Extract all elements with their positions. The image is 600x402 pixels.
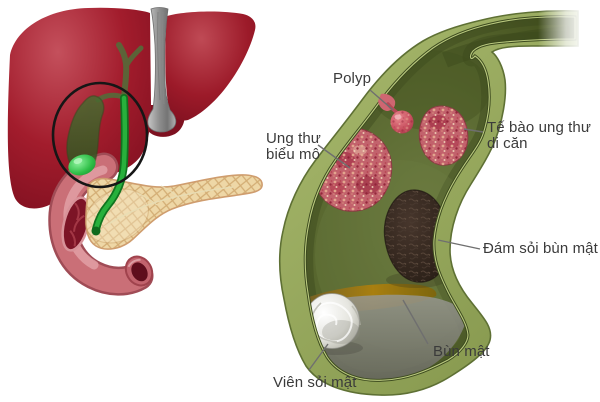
polyp-growth <box>378 93 414 134</box>
label-carcinoma: Ung thư biểu mô <box>266 130 321 163</box>
leader-line-gallstone <box>308 343 329 371</box>
interior-contents <box>305 17 575 381</box>
duodenum-open-end <box>124 255 154 287</box>
falciform-ligament <box>147 7 177 133</box>
liver-diagram <box>7 7 263 296</box>
sludge-stone-clump <box>383 189 449 288</box>
label-metastatic-cells: Tế bào ung thư di căn <box>487 119 592 152</box>
pancreatic-duct <box>103 185 234 228</box>
label-polyp: Polyp <box>333 70 372 87</box>
gallbladder <box>66 95 105 176</box>
pancreas-head-outline <box>84 188 150 244</box>
liver-left-lobe <box>165 11 256 121</box>
metastatic-mass <box>418 105 469 166</box>
neck-fade <box>538 0 600 80</box>
leader-line-bile-sludge <box>402 299 429 345</box>
label-sludge-stone-cluster: Đám sỏi bùn mật <box>483 240 598 257</box>
label-gallstone: Viên sỏi mật <box>273 374 357 391</box>
leader-line-metastatic <box>463 128 484 133</box>
gallbladder-cross-section <box>278 0 600 396</box>
leader-line-sludge-stones <box>437 239 481 250</box>
pancreas <box>84 174 263 250</box>
label-bile-sludge: Bùn mật <box>433 343 490 360</box>
leader-line-polyp <box>369 89 394 111</box>
leader-line-carcinoma <box>317 144 351 169</box>
leader-lines <box>308 89 484 371</box>
duodenum <box>48 152 154 296</box>
highlight-circle <box>51 81 149 189</box>
